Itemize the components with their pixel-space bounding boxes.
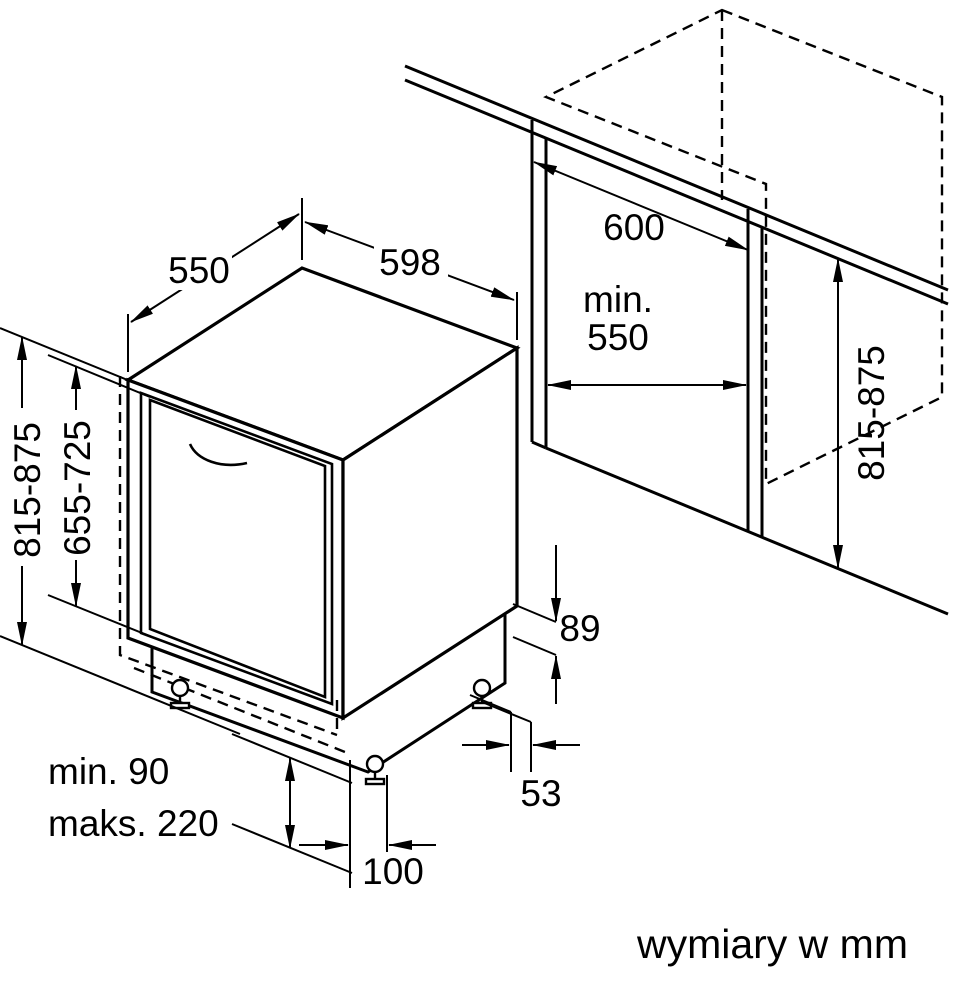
rear-gap-label: 89 (559, 608, 600, 649)
ext-side-gap-diag2 (481, 701, 532, 723)
ext-height-floor (0, 635, 241, 735)
door-panel-height-label: 655-725 (57, 420, 98, 556)
foot-left (169, 678, 191, 710)
door-inner-edge (148, 398, 327, 699)
dishwasher-door (139, 391, 334, 706)
label-bg-598 (374, 240, 448, 282)
foot-front (364, 754, 386, 786)
niche-depth-label: 600 (603, 207, 665, 248)
appliance-height-label: 815-875 (7, 422, 48, 558)
niche-height-label: 815-875 (851, 345, 892, 481)
ext-door-top (47, 354, 151, 398)
dim-line-niche-depth (533, 161, 749, 251)
dimension-labels: 550 598 600 min. 550 815-875 655-725 815… (7, 207, 892, 892)
ext-door-bottom (47, 594, 153, 638)
foot-front-knob (365, 754, 385, 774)
furniture-panel-dashed (118, 376, 346, 754)
dishwasher-base (150, 614, 507, 774)
plinth-min-label: min. 90 (48, 751, 169, 792)
panel-outline-min (118, 376, 338, 737)
appliance-width-label: 598 (379, 242, 441, 283)
appliance-depth-label: 550 (168, 250, 230, 291)
niche-width-min-prefix-label: min. (583, 279, 653, 320)
niche-floor-line (545, 446, 949, 616)
ext-rear-gap-lower (512, 636, 557, 656)
worktop-rear-edge (404, 78, 949, 306)
door-outer-edge (139, 391, 334, 706)
side-gap-label: 53 (520, 773, 561, 814)
foot-left-knob (170, 678, 190, 698)
niche-left-wall-bottom (531, 440, 547, 450)
adjustable-feet (169, 678, 493, 786)
ext-height-top (0, 327, 131, 382)
panel-outline-max (133, 666, 346, 754)
ext-rear-gap-upper (512, 603, 557, 623)
ext-side-gap-diag1 (469, 694, 512, 713)
cabinet-dashed-outline (543, 8, 944, 486)
foot-front-pad (364, 777, 386, 786)
dishwasher (118, 266, 521, 786)
ext-plinth-floor (231, 823, 353, 874)
niche-width-min-value-label: 550 (587, 317, 649, 358)
foot-clearance-label: 100 (362, 851, 424, 892)
plinth-recess-edge (150, 614, 507, 774)
units-note: wymiary w mm (636, 921, 908, 967)
worktop-front-edge (404, 64, 949, 292)
cabinet-cube-edges (543, 8, 944, 486)
plinth-max-label: maks. 220 (48, 803, 219, 844)
door-handle-recess (188, 443, 248, 467)
worktop-lines (404, 64, 949, 306)
label-bg-550 (166, 248, 232, 290)
foot-right-knob (472, 678, 492, 698)
label-bg-100 (356, 852, 430, 890)
